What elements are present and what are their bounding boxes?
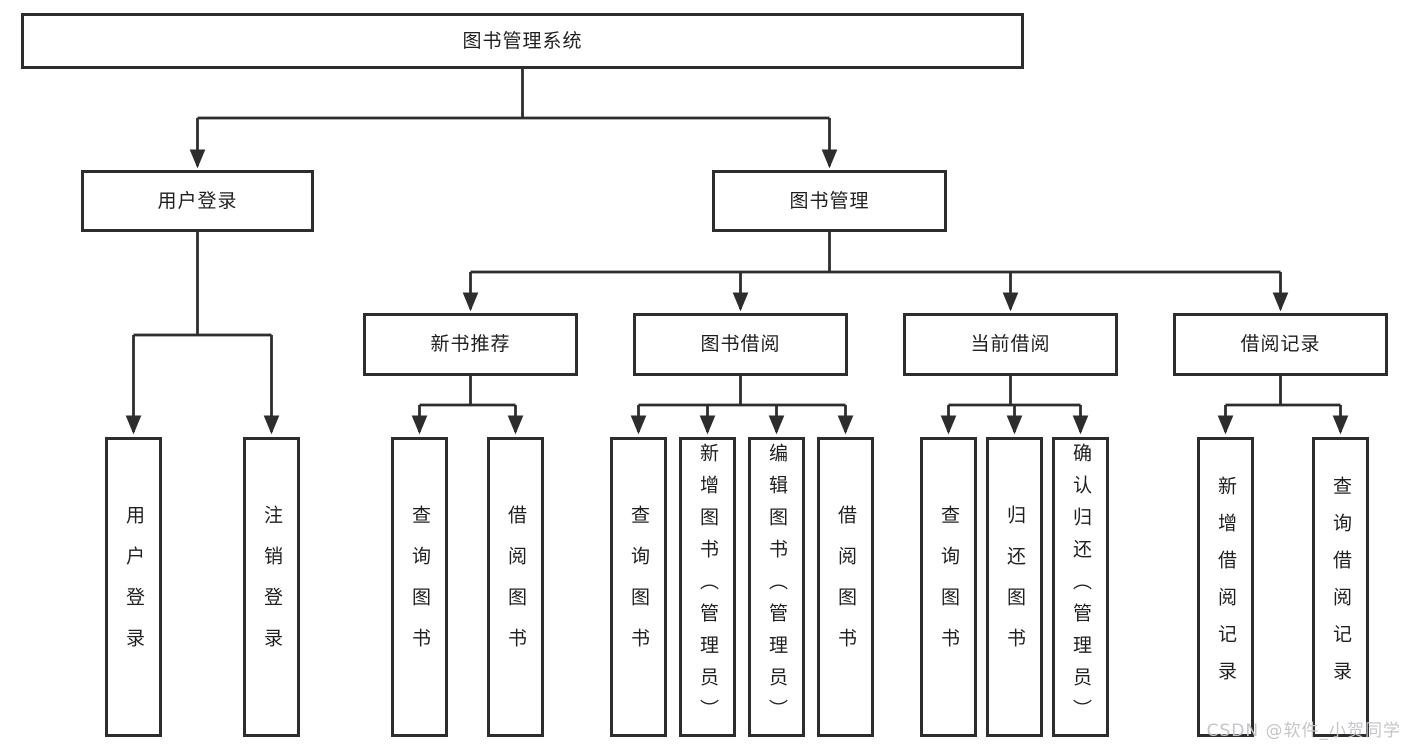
leaf-newbook-borrow-books: 借阅图书: [487, 437, 544, 737]
node-label: 注销登录: [261, 505, 283, 669]
node-label: 当前借阅: [970, 333, 1051, 355]
leaf-borrow-query-books: 查询图书: [610, 437, 667, 737]
node-label: 借阅图书: [835, 505, 857, 669]
node-label: 查询借阅记录: [1330, 476, 1352, 698]
node-label: 图书管理系统: [462, 29, 583, 52]
leaf-user-login: 用户登录: [105, 437, 162, 737]
leaf-logout: 注销登录: [243, 437, 300, 737]
node-label: 确认归还（管理员）: [1070, 443, 1092, 731]
leaf-newbook-query-books: 查询图书: [391, 437, 448, 737]
node-label: 查询图书: [628, 505, 650, 669]
leaf-current-query-books: 查询图书: [920, 437, 977, 737]
leaf-current-confirm-return-admin: 确认归还（管理员）: [1052, 437, 1109, 737]
leaf-record-query-borrow-record: 查询借阅记录: [1312, 437, 1369, 737]
connector-new-book-bus: [419, 376, 516, 407]
connector-book-borrow-bus: [638, 376, 846, 407]
connector-borrow-record-bus: [1225, 376, 1341, 407]
node-label: 用户登录: [123, 505, 145, 669]
node-label: 新书推荐: [430, 333, 511, 355]
node-label: 归还图书: [1004, 505, 1026, 669]
node-label: 查询图书: [409, 505, 431, 669]
connector-root-bus: [197, 69, 830, 120]
leaf-borrow-borrow-books: 借阅图书: [817, 437, 874, 737]
node-borrow-records: 借阅记录: [1173, 313, 1388, 376]
node-new-book-recommend: 新书推荐: [363, 313, 578, 376]
node-label: 借阅记录: [1240, 333, 1321, 355]
node-label: 借阅图书: [505, 505, 527, 669]
node-book-borrow: 图书借阅: [633, 313, 848, 376]
connector-current-borrow-bus: [948, 376, 1081, 407]
node-label: 图书借阅: [700, 333, 781, 355]
leaf-record-add-borrow-record: 新增借阅记录: [1197, 437, 1254, 737]
leaf-current-return-books: 归还图书: [986, 437, 1043, 737]
connector-user-login-bus: [133, 232, 272, 337]
leaf-borrow-add-books-admin: 新增图书（管理员）: [679, 437, 736, 737]
leaf-borrow-edit-books-admin: 编辑图书（管理员）: [748, 437, 805, 737]
node-label: 编辑图书（管理员）: [766, 443, 788, 731]
node-label: 新增借阅记录: [1215, 476, 1237, 698]
node-label: 用户登录: [157, 189, 238, 212]
node-label: 图书管理: [789, 189, 870, 212]
node-current-borrow: 当前借阅: [903, 313, 1118, 376]
node-root: 图书管理系统: [21, 13, 1024, 69]
connector-book-mgmt-bus: [470, 232, 1281, 274]
node-label: 查询图书: [938, 505, 960, 669]
node-user-login: 用户登录: [81, 170, 314, 232]
node-book-management: 图书管理: [712, 170, 947, 232]
node-label: 新增图书（管理员）: [697, 443, 719, 731]
csdn-watermark: CSDN @软件_小贺同学: [1206, 721, 1401, 741]
